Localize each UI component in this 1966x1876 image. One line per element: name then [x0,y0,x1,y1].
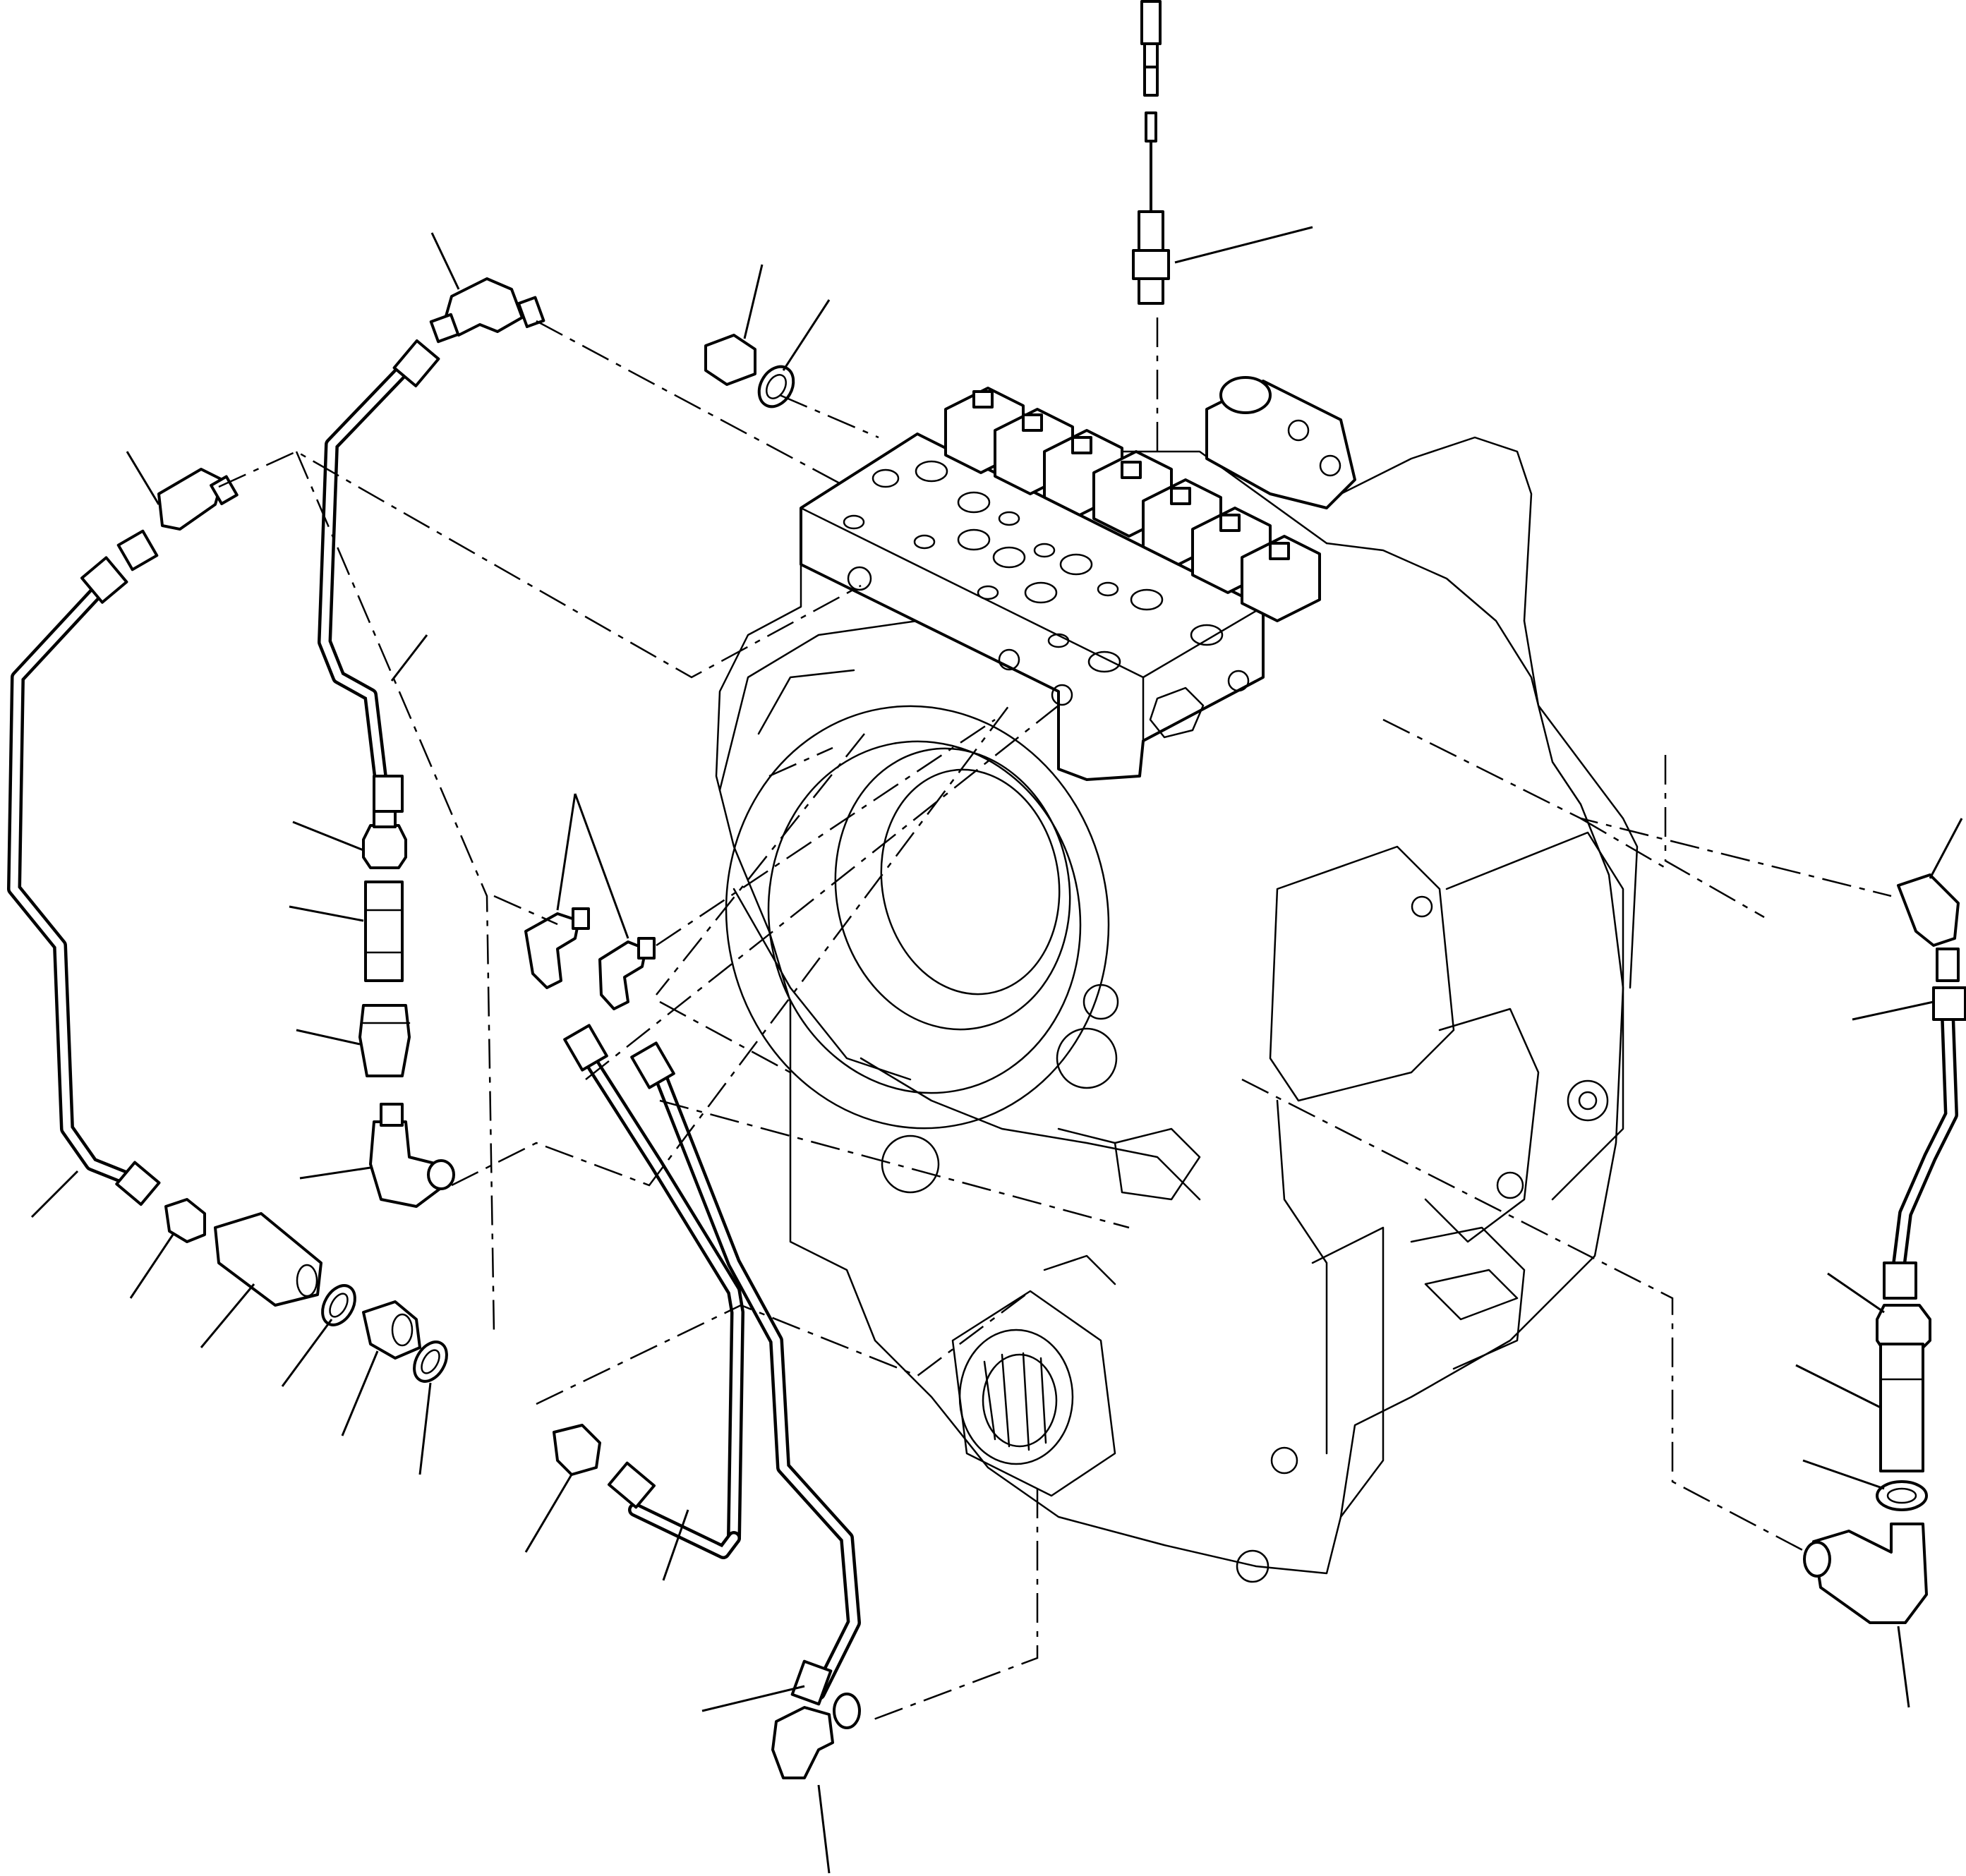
valve-ports [843,460,1224,673]
leader-center-elbow-1 [556,793,577,911]
leader-upper-elbow [430,232,460,290]
leader-sensor [1174,226,1313,264]
control-valve-block [800,376,1356,781]
leader-bottom-elbow [817,1784,831,1874]
leader-nipple [296,1029,361,1046]
leader-long-hose [701,1685,805,1712]
leader-lower-nut [341,1350,379,1436]
right-pipe [1883,986,1966,1300]
leader-far-left-elbow [126,451,160,505]
far-left-elbow [116,468,239,571]
far-left-pipe [7,556,161,1206]
callout-leaders [30,226,1963,1874]
leader-lower-washer-2 [418,1382,432,1475]
leader-center-elbow-2 [574,793,629,939]
leader-lower-washer-1 [281,1319,333,1387]
right-fittings-stack [1803,1304,1931,1624]
center-hoses [563,1024,861,1700]
alignment-lines [218,317,1892,1723]
leader-right-pipe [1852,1000,1934,1021]
lower-left-fittings-row [164,1198,448,1383]
leader-coupling [289,905,364,922]
leader-lower-coupling [200,1283,255,1348]
left-fittings-stack [358,810,455,1208]
leader-adapter [292,821,364,852]
leader-right-lower-elbow [1897,1626,1910,1708]
bottom-center-fittings [553,1424,861,1779]
right-elbow-upper [1897,873,1960,982]
center-elbows [524,907,656,1010]
left-pipe-upper [318,339,440,813]
temperature-sensor [1132,0,1170,305]
leader-left-pipe [390,634,428,682]
leader-washer [782,299,831,371]
leader-plug [743,264,764,339]
leader-right-elbow [1929,818,1963,879]
leader-right-washer [1802,1459,1885,1490]
upper-left-elbow [429,277,545,344]
leader-left-elbow [299,1166,371,1180]
leader-far-left-pipe [30,1170,79,1218]
solenoid-coils [944,387,1321,622]
leader-bottom-adapter [524,1474,573,1553]
leader-right-adapter [1827,1272,1885,1314]
plug-and-washer [704,334,795,409]
leader-lower-adapter [129,1234,174,1299]
leader-short-pipe [662,1509,689,1581]
leader-right-coupling [1795,1364,1881,1409]
